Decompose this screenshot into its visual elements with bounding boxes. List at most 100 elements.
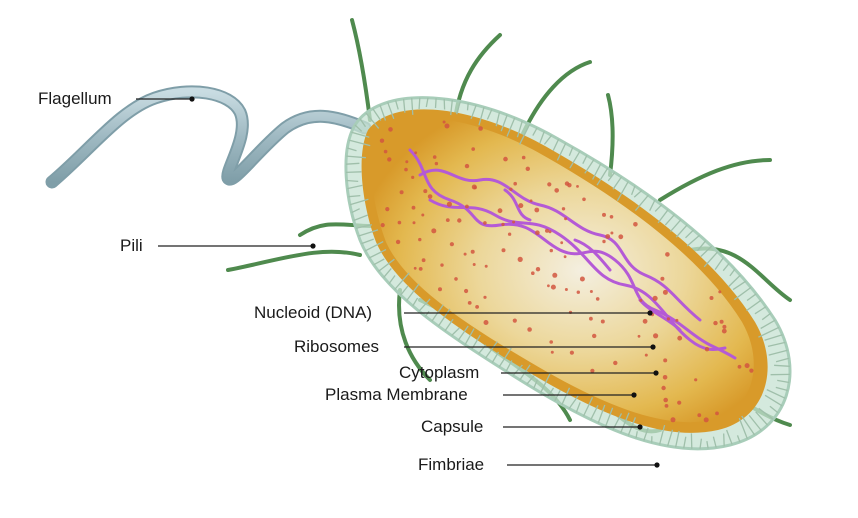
ribosome-dot xyxy=(471,250,475,254)
ribosome-dot xyxy=(677,401,681,405)
ribosome-dot xyxy=(697,413,701,417)
ribosome-dot xyxy=(552,273,557,278)
ribosome-dot xyxy=(530,199,533,202)
ribosome-dot xyxy=(384,150,388,154)
ribosome-dot xyxy=(554,188,559,193)
ribosome-dot xyxy=(718,290,721,293)
fimbria-hair xyxy=(346,163,359,164)
fimbria-hair xyxy=(436,98,437,108)
ribosome-dot xyxy=(653,333,658,338)
ribosome-dot xyxy=(738,365,742,369)
ribosome-dot xyxy=(502,248,506,252)
ribosome-dot xyxy=(722,329,727,334)
ribosome-dot xyxy=(531,271,535,275)
ribosome-dot xyxy=(713,321,717,325)
ribosome-dot xyxy=(601,320,605,324)
ribosome-dot xyxy=(509,188,512,191)
fimbria-hair xyxy=(346,172,361,173)
ribosome-dot xyxy=(710,296,714,300)
ribosome-dot xyxy=(660,277,664,281)
ribosome-dot xyxy=(663,375,668,380)
ribosome-dot xyxy=(562,207,565,210)
fimbria-hair xyxy=(724,434,725,447)
ribosome-dot xyxy=(522,156,526,160)
ribosome-dot xyxy=(400,190,404,194)
ribosome-dot xyxy=(675,319,678,322)
ribosome-dot xyxy=(421,214,424,217)
ribosome-dot xyxy=(388,127,393,132)
ribosome-dot xyxy=(638,335,641,338)
ribosome-dot xyxy=(501,223,504,226)
ribosome-dot xyxy=(720,320,724,324)
ribosome-dot xyxy=(749,369,753,373)
ribosome-dot xyxy=(610,232,613,235)
ribosome-dot xyxy=(564,217,567,220)
ribosome-dot xyxy=(677,336,682,341)
ribosome-dot xyxy=(380,139,384,143)
ribosome-dot xyxy=(547,284,550,287)
ribosome-dot xyxy=(527,327,532,332)
ribosome-dot xyxy=(613,361,617,365)
ribosome-dot xyxy=(475,305,479,309)
ribosome-dot xyxy=(412,206,416,210)
ribosome-dot xyxy=(513,182,517,186)
ribosome-dot xyxy=(550,249,553,252)
ribosome-dot xyxy=(446,218,450,222)
ribosome-dot xyxy=(722,325,726,329)
ribosome-dot xyxy=(465,205,469,209)
ribosome-dot xyxy=(385,207,389,211)
ribosome-dot xyxy=(414,267,417,270)
ribosome-dot xyxy=(428,194,433,199)
ribosome-dot xyxy=(564,255,567,258)
ribosome-dot xyxy=(465,164,469,168)
ribosome-dot xyxy=(549,340,553,344)
ribosome-dot xyxy=(582,198,586,202)
ribosome-dot xyxy=(445,124,450,129)
ribosome-dot xyxy=(551,351,554,354)
ribosome-dot xyxy=(454,277,458,281)
ribosome-dot xyxy=(535,230,540,235)
ribosome-dot xyxy=(589,317,593,321)
ribosome-dot xyxy=(605,234,610,239)
label-ribosomes: Ribosomes xyxy=(294,337,379,357)
ribosome-dot xyxy=(639,299,642,302)
ribosome-dot xyxy=(440,263,443,266)
ribosome-dot xyxy=(547,182,551,186)
ribosome-dot xyxy=(576,185,579,188)
ribosome-dot xyxy=(457,218,461,222)
ribosome-dot xyxy=(602,213,606,217)
ribosome-dot xyxy=(518,203,523,208)
ribosome-dot xyxy=(745,363,750,368)
ribosome-dot xyxy=(387,157,391,161)
ribosome-dot xyxy=(704,417,709,422)
label-cytoplasm: Cytoplasm xyxy=(399,363,479,383)
ribosome-dot xyxy=(590,290,593,293)
ribosome-dot xyxy=(618,234,623,239)
ribosome-dot xyxy=(545,229,549,233)
ribosome-dot xyxy=(663,398,668,403)
ribosome-dot xyxy=(422,258,426,262)
ribosome-dot xyxy=(438,287,442,291)
label-flagellum: Flagellum xyxy=(38,89,112,109)
ribosome-dot xyxy=(536,267,540,271)
ribosome-dot xyxy=(508,233,511,236)
ribosome-dot xyxy=(549,230,552,233)
ribosome-dot xyxy=(431,228,436,233)
ribosome-dot xyxy=(534,208,539,213)
ribosome-dot xyxy=(694,378,697,381)
ribosome-dot xyxy=(663,358,667,362)
ribosome-dot xyxy=(478,126,483,131)
label-fimbriae: Fimbriae xyxy=(418,455,484,475)
ribosome-dot xyxy=(705,347,709,351)
label-capsule: Capsule xyxy=(421,417,483,437)
ribosome-dot xyxy=(665,404,669,408)
ribosome-dot xyxy=(513,319,517,323)
ribosome-dot xyxy=(665,252,670,257)
ribosome-dot xyxy=(565,181,569,185)
ribosome-dot xyxy=(633,222,638,227)
ribosome-dot xyxy=(485,265,488,268)
fimbria-hair xyxy=(468,103,469,110)
label-plasma-membrane: Plasma Membrane xyxy=(325,385,468,405)
ribosome-dot xyxy=(450,242,454,246)
